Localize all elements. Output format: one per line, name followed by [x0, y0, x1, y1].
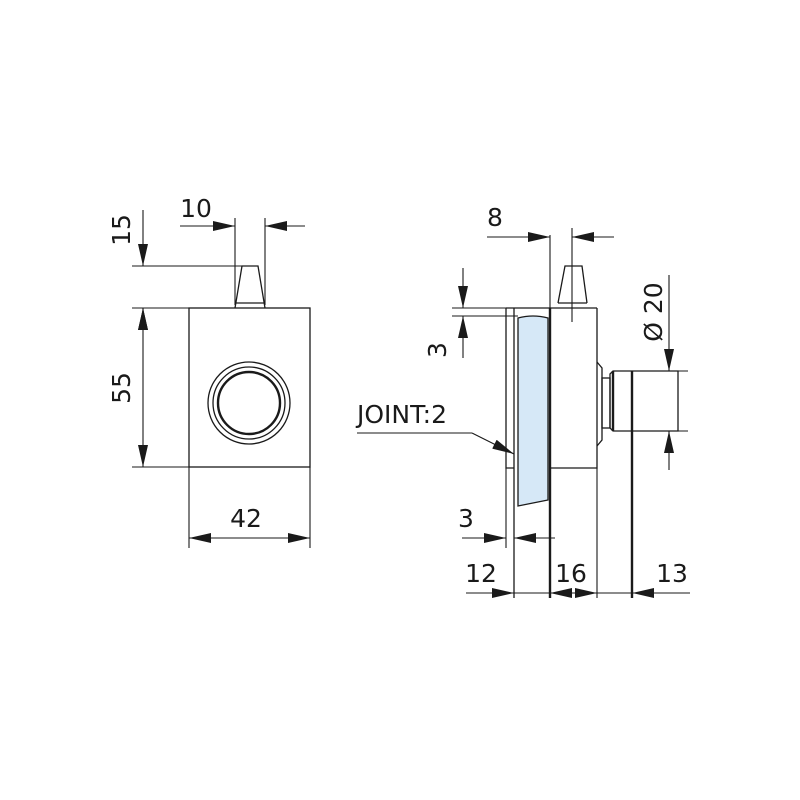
- side-body: [550, 308, 598, 469]
- svg-text:10: 10: [180, 194, 212, 223]
- side-view: Ø 20 8 3 JOINT:2 3: [355, 203, 690, 598]
- dim-body-height: 55: [107, 308, 148, 467]
- dim-top-gap: 3: [423, 268, 518, 358]
- knob-circles: [207, 361, 291, 445]
- svg-text:3: 3: [458, 504, 474, 533]
- svg-text:42: 42: [230, 504, 262, 533]
- dim-pin-height: 15: [107, 210, 148, 330]
- side-back-plate: [505, 308, 514, 469]
- side-knob: [596, 361, 679, 598]
- front-body: [188, 307, 311, 468]
- svg-text:8: 8: [487, 203, 503, 232]
- dim-pin-width: 10: [180, 194, 305, 231]
- svg-text:12: 12: [465, 559, 497, 588]
- glass-panel: [517, 315, 549, 507]
- dim-pin-offset: 8: [487, 203, 614, 242]
- dim-bottom-chain: 12 16 13: [465, 559, 690, 598]
- dim-body-width: 42: [189, 504, 310, 543]
- svg-text:3: 3: [423, 342, 452, 358]
- dim-knob-diameter: Ø 20: [639, 275, 674, 470]
- svg-text:Ø 20: Ø 20: [639, 282, 668, 341]
- front-view: 15 10 55 42: [107, 194, 311, 548]
- svg-text:JOINT:2: JOINT:2: [355, 400, 447, 429]
- dim-glass-gap: 3: [458, 504, 555, 543]
- svg-text:15: 15: [107, 214, 136, 246]
- side-pin: [557, 265, 588, 304]
- joint-callout: JOINT:2: [355, 400, 515, 455]
- svg-text:16: 16: [555, 559, 587, 588]
- svg-text:55: 55: [107, 372, 136, 404]
- front-pin: [234, 265, 266, 309]
- svg-text:13: 13: [656, 559, 688, 588]
